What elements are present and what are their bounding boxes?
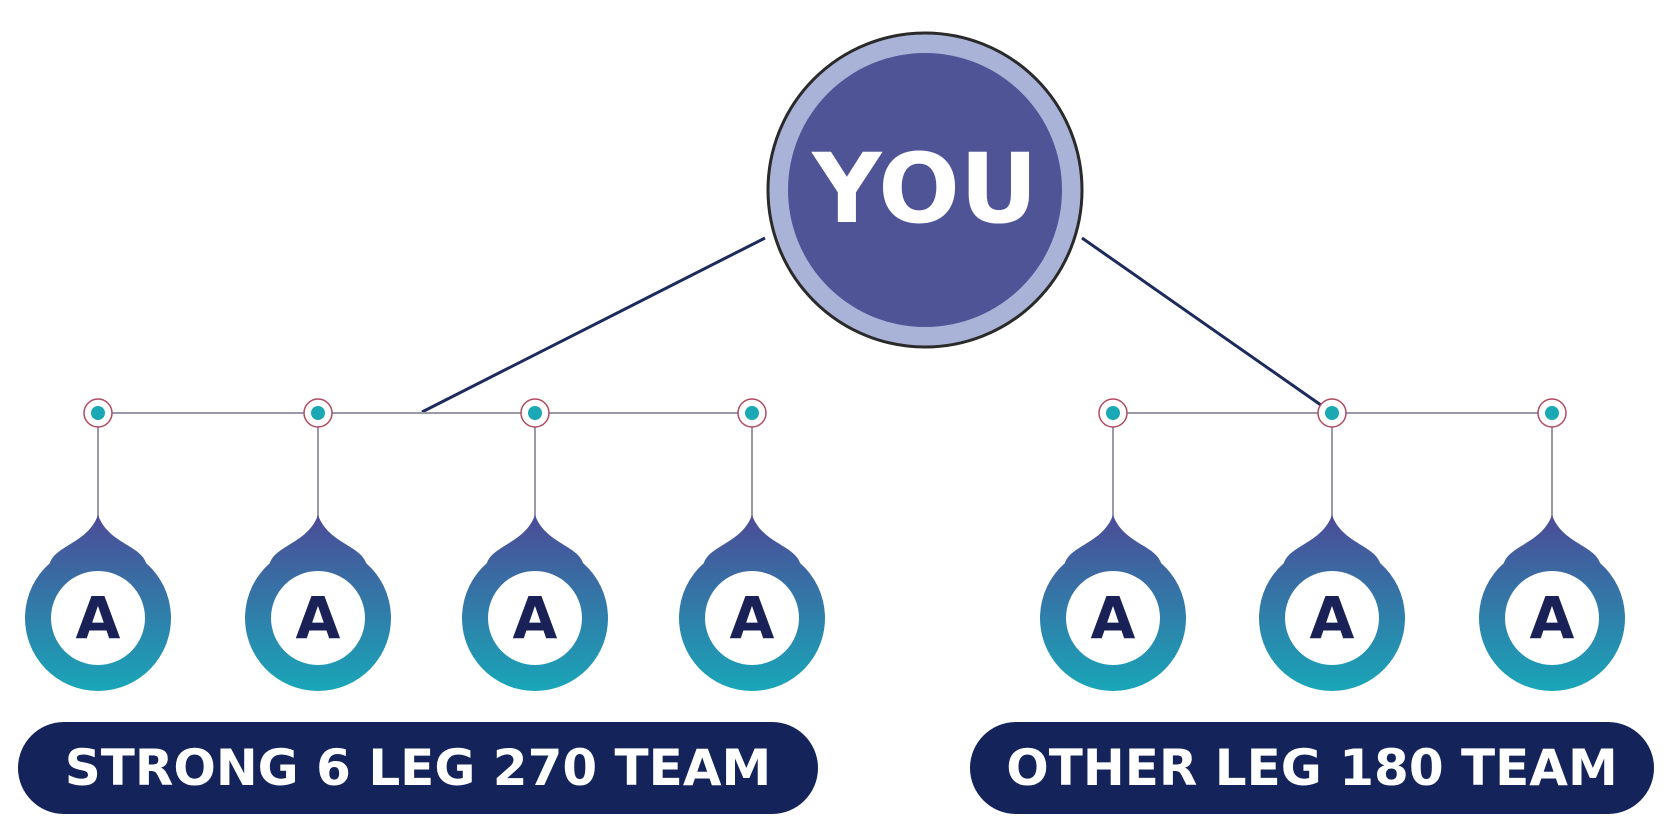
- rail-junction-dot: [1325, 406, 1339, 420]
- team-label-other-leg: OTHER LEG 180 TEAM: [970, 722, 1654, 814]
- rail-junction-dot: [1106, 406, 1120, 420]
- team-label-strong-leg: STRONG 6 LEG 270 TEAM: [18, 722, 818, 814]
- member-node: A: [462, 398, 608, 692]
- member-node: A: [244, 398, 391, 692]
- member-letter: A: [76, 584, 121, 652]
- root-connector-left: [421, 236, 766, 414]
- rail-junction-dot: [528, 406, 542, 420]
- member-letter: A: [1310, 584, 1355, 652]
- member-letter: A: [513, 584, 558, 652]
- member-inner-circle: [1505, 571, 1599, 665]
- member-inner-circle: [488, 571, 582, 665]
- member-letter: A: [1091, 584, 1136, 652]
- root-label: YOU: [811, 133, 1038, 245]
- member-node: A: [1258, 398, 1405, 691]
- root-node-inner: [788, 53, 1062, 327]
- member-letter: A: [1530, 584, 1575, 652]
- member-inner-circle: [1066, 571, 1160, 665]
- member-inner-circle: [51, 571, 145, 665]
- rail-junction-dot: [1545, 406, 1559, 420]
- member-node: A: [24, 398, 171, 692]
- rail-junction-dot: [91, 406, 105, 420]
- rail-junction-dot: [745, 406, 759, 420]
- member-inner-circle: [1285, 571, 1379, 665]
- member-node: A: [1040, 398, 1186, 691]
- rail-junction-dot: [311, 406, 325, 420]
- member-letter: A: [296, 584, 341, 652]
- member-inner-circle: [271, 571, 365, 665]
- member-letter: A: [730, 584, 775, 652]
- root-node: YOU: [766, 31, 1084, 349]
- member-node: A: [1478, 398, 1625, 691]
- root-connector-right: [1081, 236, 1329, 412]
- member-inner-circle: [705, 571, 799, 665]
- member-node: A: [679, 398, 825, 691]
